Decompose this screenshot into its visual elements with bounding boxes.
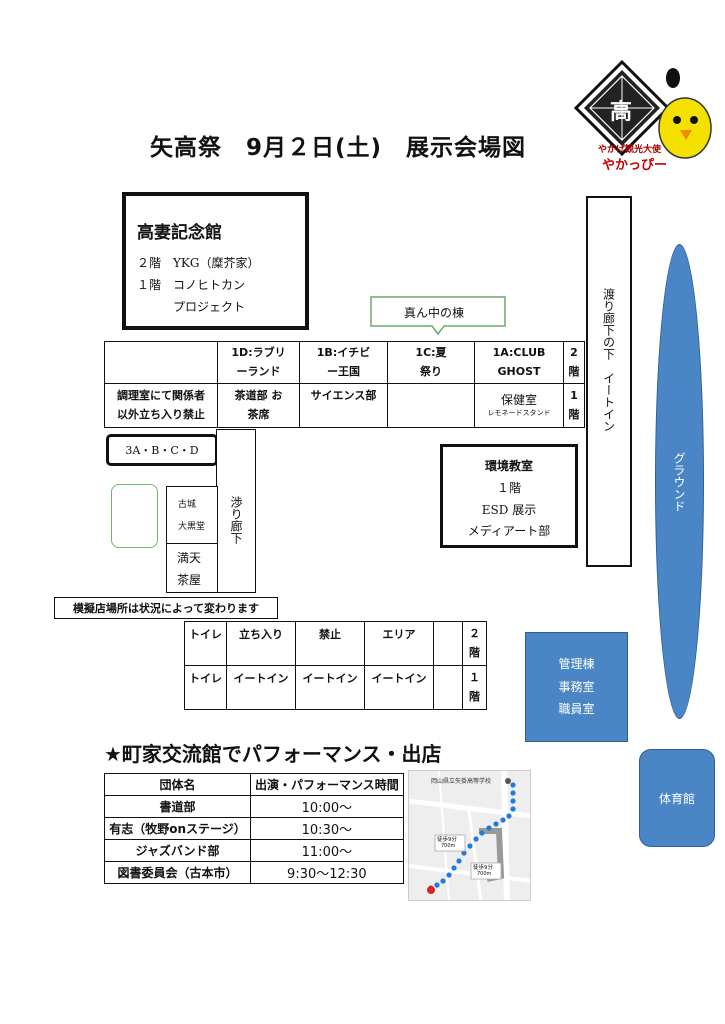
eat-in-2: イートイン xyxy=(295,665,365,710)
lower-floor-2: ２階 xyxy=(462,621,487,666)
table-row: 図書委員会（古本市） 9:30～12:30 xyxy=(104,861,404,884)
gymnasium: 体育館 xyxy=(639,749,715,847)
lower-floor-1: １階 xyxy=(462,665,487,710)
restricted-2: 禁止 xyxy=(295,621,365,666)
map-walk-time-1: 徒歩9分 xyxy=(437,837,457,843)
group-name: 書道部 xyxy=(104,795,251,818)
map-school-label: 岡山県立矢掛高等学校 xyxy=(431,778,492,785)
manten-label: 満天 xyxy=(177,551,202,565)
page-title: 矢高祭 9月２日(土) 展示会場図 xyxy=(150,135,527,161)
mannaka-callout: 真ん中の棟 xyxy=(370,296,506,336)
takatsuma-floor1: １階 コノヒトカン xyxy=(137,278,246,292)
restricted-3: エリア xyxy=(364,621,434,666)
table-header-row: 団体名 出演・パフォーマンス時間 xyxy=(104,773,404,796)
mannaka-label: 真ん中の棟 xyxy=(404,306,465,320)
health-room-label: 保健室 xyxy=(500,393,537,408)
group-name: 図書委員会（古本市） xyxy=(104,861,251,884)
corridor-eat-in: 渡り廊下の下 イートイン xyxy=(586,196,632,567)
table-row: ジャズバンド部 11:00～ xyxy=(104,839,404,862)
performance-time: 9:30～12:30 xyxy=(250,861,404,884)
classroom-3abcd-label: 3A・B・C・D xyxy=(125,444,199,457)
gymnasium-label: 体育館 xyxy=(658,791,695,806)
room-1d: 1D:ラブリーランド xyxy=(217,341,300,384)
group-name: ジャズバンド部 xyxy=(104,839,251,862)
walking-map: 岡山県立矢掛高等学校 徒歩9分 700m 徒歩9分 700m xyxy=(408,770,531,901)
takatsuma-hall: 高妻記念館 ２階 YKG（糜芥家） １階 コノヒトカン プロジェクト xyxy=(122,192,309,330)
environment-floor: １階 xyxy=(496,481,521,495)
performance-table: 団体名 出演・パフォーマンス時間 書道部 10:00～ 有志（牧野onステージ）… xyxy=(104,773,404,884)
corridor-eat-in-label: 渡り廊下の下 イートイン xyxy=(601,288,616,432)
chaya-label: 茶屋 xyxy=(177,573,202,587)
ground: グラウンド xyxy=(655,244,704,719)
map-walk-time-2: 徒歩9分 xyxy=(473,865,493,871)
lower-empty-2f xyxy=(433,621,463,666)
table-row: 書道部 10:00～ xyxy=(104,795,404,818)
toilet-1f: トイレ xyxy=(184,665,227,710)
cooking-room: 調理室にて関係者以外立ち入り禁止 xyxy=(104,383,218,428)
green-room xyxy=(111,484,158,548)
staff-room-label: 職員室 xyxy=(558,702,595,717)
notice-text: 模擬店場所は状況によって変わります xyxy=(72,602,260,615)
group-name: 有志（牧野onステージ） xyxy=(104,817,251,840)
kojo-daikoku: 古城 大黒堂 xyxy=(166,486,218,544)
environment-classroom: 環境教室 １階 ESD 展示 メディアート部 xyxy=(440,444,578,548)
restricted-1: 立ち入り xyxy=(226,621,296,666)
takatsuma-heading: 高妻記念館 xyxy=(137,223,222,243)
map-distance-2: 700m xyxy=(477,871,492,877)
logo-caption-name: やかっぴー xyxy=(602,158,668,173)
performance-time: 10:30～ xyxy=(250,817,404,840)
eat-in-3: イートイン xyxy=(364,665,434,710)
mascot-logo: 高 やかげ観光大使 やかっぴー xyxy=(572,58,722,173)
ground-label: グラウンド xyxy=(672,451,686,512)
toilet-2f: トイレ xyxy=(184,621,227,666)
room-1a: 1A:CLUB GHOST xyxy=(474,341,564,384)
logo-caption: やかげ観光大使 xyxy=(598,145,662,155)
table-row: 有志（牧野onステージ） 10:30～ xyxy=(104,817,404,840)
eat-in-1: イートイン xyxy=(226,665,296,710)
performance-time: 10:00～ xyxy=(250,795,404,818)
lower-empty-1f xyxy=(433,665,463,710)
classroom-3abcd: 3A・B・C・D xyxy=(106,434,218,466)
room-1b: 1B:イチビー王国 xyxy=(299,341,388,384)
environment-media: メディアート部 xyxy=(467,524,551,538)
logo-kanji: 高 xyxy=(610,99,633,125)
kojo-label: 古城 xyxy=(178,500,197,510)
corridor: 渉り廊下 xyxy=(216,429,256,593)
column-header: 出演・パフォーマンス時間 xyxy=(250,773,404,796)
takatsuma-floor1-cont: プロジェクト xyxy=(173,300,246,314)
tea-ceremony: 茶道部 お茶席 xyxy=(217,383,300,428)
performance-time: 11:00～ xyxy=(250,839,404,862)
corridor-label: 渉り廊下 xyxy=(229,496,243,544)
manten-chaya: 満天 茶屋 xyxy=(166,543,218,593)
admin-building-label: 管理棟 xyxy=(558,656,595,671)
environment-heading: 環境教室 xyxy=(484,459,533,473)
building-cell xyxy=(104,341,218,384)
office-label: 事務室 xyxy=(558,679,595,694)
performance-heading: ★町家交流館でパフォーマンス・出店 xyxy=(104,742,442,766)
floor-label-1: 1階 xyxy=(563,383,585,428)
floor-label-2: 2階 xyxy=(563,341,585,384)
admin-building: 管理棟 事務室 職員室 xyxy=(525,632,628,742)
lemonade-stand: レモネードスタンド xyxy=(487,409,551,417)
health-room: 保健室 レモネードスタンド xyxy=(474,383,564,428)
takatsuma-floor2: ２階 YKG（糜芥家） xyxy=(137,256,260,270)
map-distance-1: 700m xyxy=(441,843,456,849)
science-club: サイエンス部 xyxy=(299,383,388,428)
notice-box: 模擬店場所は状況によって変わります xyxy=(54,597,278,619)
environment-esd: ESD 展示 xyxy=(481,503,537,517)
column-header: 団体名 xyxy=(104,773,251,796)
room-1c: 1C:夏祭り xyxy=(387,341,475,384)
daikoku-label: 大黒堂 xyxy=(178,522,206,532)
building-cell-empty xyxy=(387,383,475,428)
